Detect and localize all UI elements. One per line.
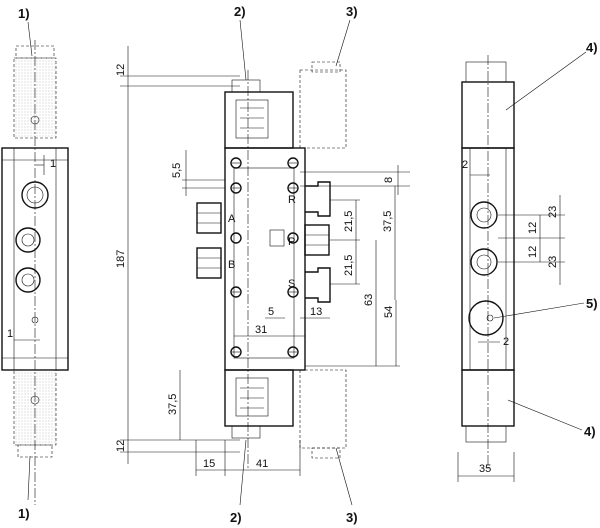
- callout-2-top: 2): [234, 4, 246, 19]
- left-port-bottom-icon: [15, 267, 41, 293]
- callout-4-bottom: 4): [584, 424, 596, 439]
- front-p-pilot: [269, 229, 285, 247]
- dim-5-5: 5,5: [171, 163, 183, 178]
- port-label-p: P: [288, 236, 295, 248]
- left-dim-1-bottom: 1: [7, 328, 13, 340]
- dim-41: 41: [256, 458, 268, 470]
- fitting-b-icon: [196, 247, 222, 279]
- left-port-middle-icon: [15, 227, 41, 253]
- left-top-screw-icon: [30, 115, 40, 125]
- left-bottom-solenoid-outline: [13, 369, 57, 446]
- port-label-s: S: [288, 278, 295, 290]
- front-bottom-knob: [231, 425, 261, 439]
- front-top-solenoid: [224, 91, 294, 149]
- dim-13: 13: [310, 306, 322, 318]
- right-port-upper-icon: [470, 201, 498, 229]
- front-bottom-plug-outline: [299, 369, 347, 449]
- callout-4-top: 4): [586, 40, 598, 55]
- right-dim-2-top: 2: [462, 159, 468, 171]
- fitting-a-icon: [196, 202, 222, 234]
- dim-187: 187: [115, 250, 127, 268]
- dim-8: 8: [383, 177, 395, 183]
- right-dim-12-b: 12: [527, 246, 539, 258]
- callout-2-bottom: 2): [230, 510, 242, 525]
- manual-override-icon: [468, 300, 504, 336]
- front-body: [224, 147, 306, 371]
- dim-31: 31: [255, 324, 267, 336]
- left-dim-1-top: 1: [50, 158, 56, 170]
- dim-12-bottom: 12: [115, 440, 127, 452]
- callout-3-top: 3): [346, 4, 358, 19]
- left-bottom-cap: [17, 444, 53, 458]
- right-dim-23-a: 23: [547, 206, 559, 218]
- right-side-view: 2 23 12 12 23 2 35: [457, 55, 565, 482]
- port-label-b: B: [228, 259, 235, 271]
- right-bottom-knob: [465, 425, 507, 443]
- port-label-r: R: [288, 194, 296, 206]
- right-dim-35: 35: [479, 463, 491, 475]
- callout-1-bottom: 1): [18, 506, 30, 521]
- callout-3-bottom: 3): [346, 510, 358, 525]
- callouts: 1) 1) 2) 2) 3) 3) 4) 4) 5): [18, 4, 598, 525]
- dim-21-5-b: 21,5: [343, 255, 355, 276]
- dim-21-5-a: 21,5: [343, 211, 355, 232]
- right-dim-23-b: 23: [547, 256, 559, 268]
- dim-12-top: 12: [115, 64, 127, 76]
- right-dim-12-a: 12: [527, 222, 539, 234]
- callout-5: 5): [586, 296, 598, 311]
- right-dim-2-bottom: 2: [503, 336, 509, 348]
- left-port-top-icon: [21, 181, 49, 209]
- dim-37-5-left: 37,5: [167, 394, 179, 415]
- fitting-s-icon: [305, 267, 331, 303]
- right-port-lower-icon: [470, 248, 498, 276]
- front-view: A B R P S 12 187 12 5,5 8: [115, 46, 410, 476]
- fitting-r-icon: [305, 181, 331, 217]
- fitting-p-icon: [304, 224, 330, 256]
- dim-54: 54: [383, 306, 395, 318]
- front-screw-icons: [230, 157, 299, 358]
- dim-63: 63: [363, 294, 375, 306]
- dim-5: 5: [268, 306, 274, 318]
- port-label-a: A: [228, 213, 236, 225]
- dim-15: 15: [203, 458, 215, 470]
- right-top-knob: [465, 61, 507, 83]
- front-top-plug-outline: [299, 69, 347, 149]
- callout-1-top: 1): [18, 6, 30, 21]
- dim-37-5-right: 37,5: [382, 211, 394, 232]
- left-side-view: 1 1: [1, 40, 69, 505]
